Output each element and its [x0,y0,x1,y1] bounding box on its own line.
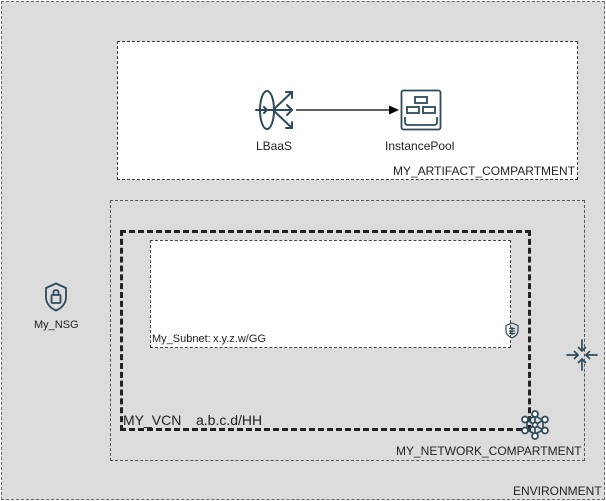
gateway-icon [566,339,598,371]
subnet-security-icon [505,322,519,339]
instance-pool-icon [400,89,442,131]
lbaas-label: LBaaS [256,139,293,153]
vcn-name-label: MY_VCN [123,412,182,428]
vcn-container [120,230,531,431]
network-compartment-label: MY_NETWORK_COMPARTMENT [396,444,582,458]
load-balancer-icon [255,90,294,130]
artifact-compartment-label: MY_ARTIFACT_COMPARTMENT [393,164,576,178]
security-shield-lock-icon [45,282,67,312]
subnet-container [150,240,511,348]
instance-pool-label: InstancePool [385,139,455,153]
vcn-network-icon [521,410,549,440]
connector-arrow [296,105,399,115]
vcn-cidr-label: a.b.c.d/HH [196,412,263,428]
subnet-cidr-label: x.y.z.w/GG [213,333,266,345]
subnet-name-label: My_Subnet: [152,333,211,345]
environment-label: ENVIRONMENT [513,484,602,498]
nsg-label: My_NSG [34,319,79,331]
